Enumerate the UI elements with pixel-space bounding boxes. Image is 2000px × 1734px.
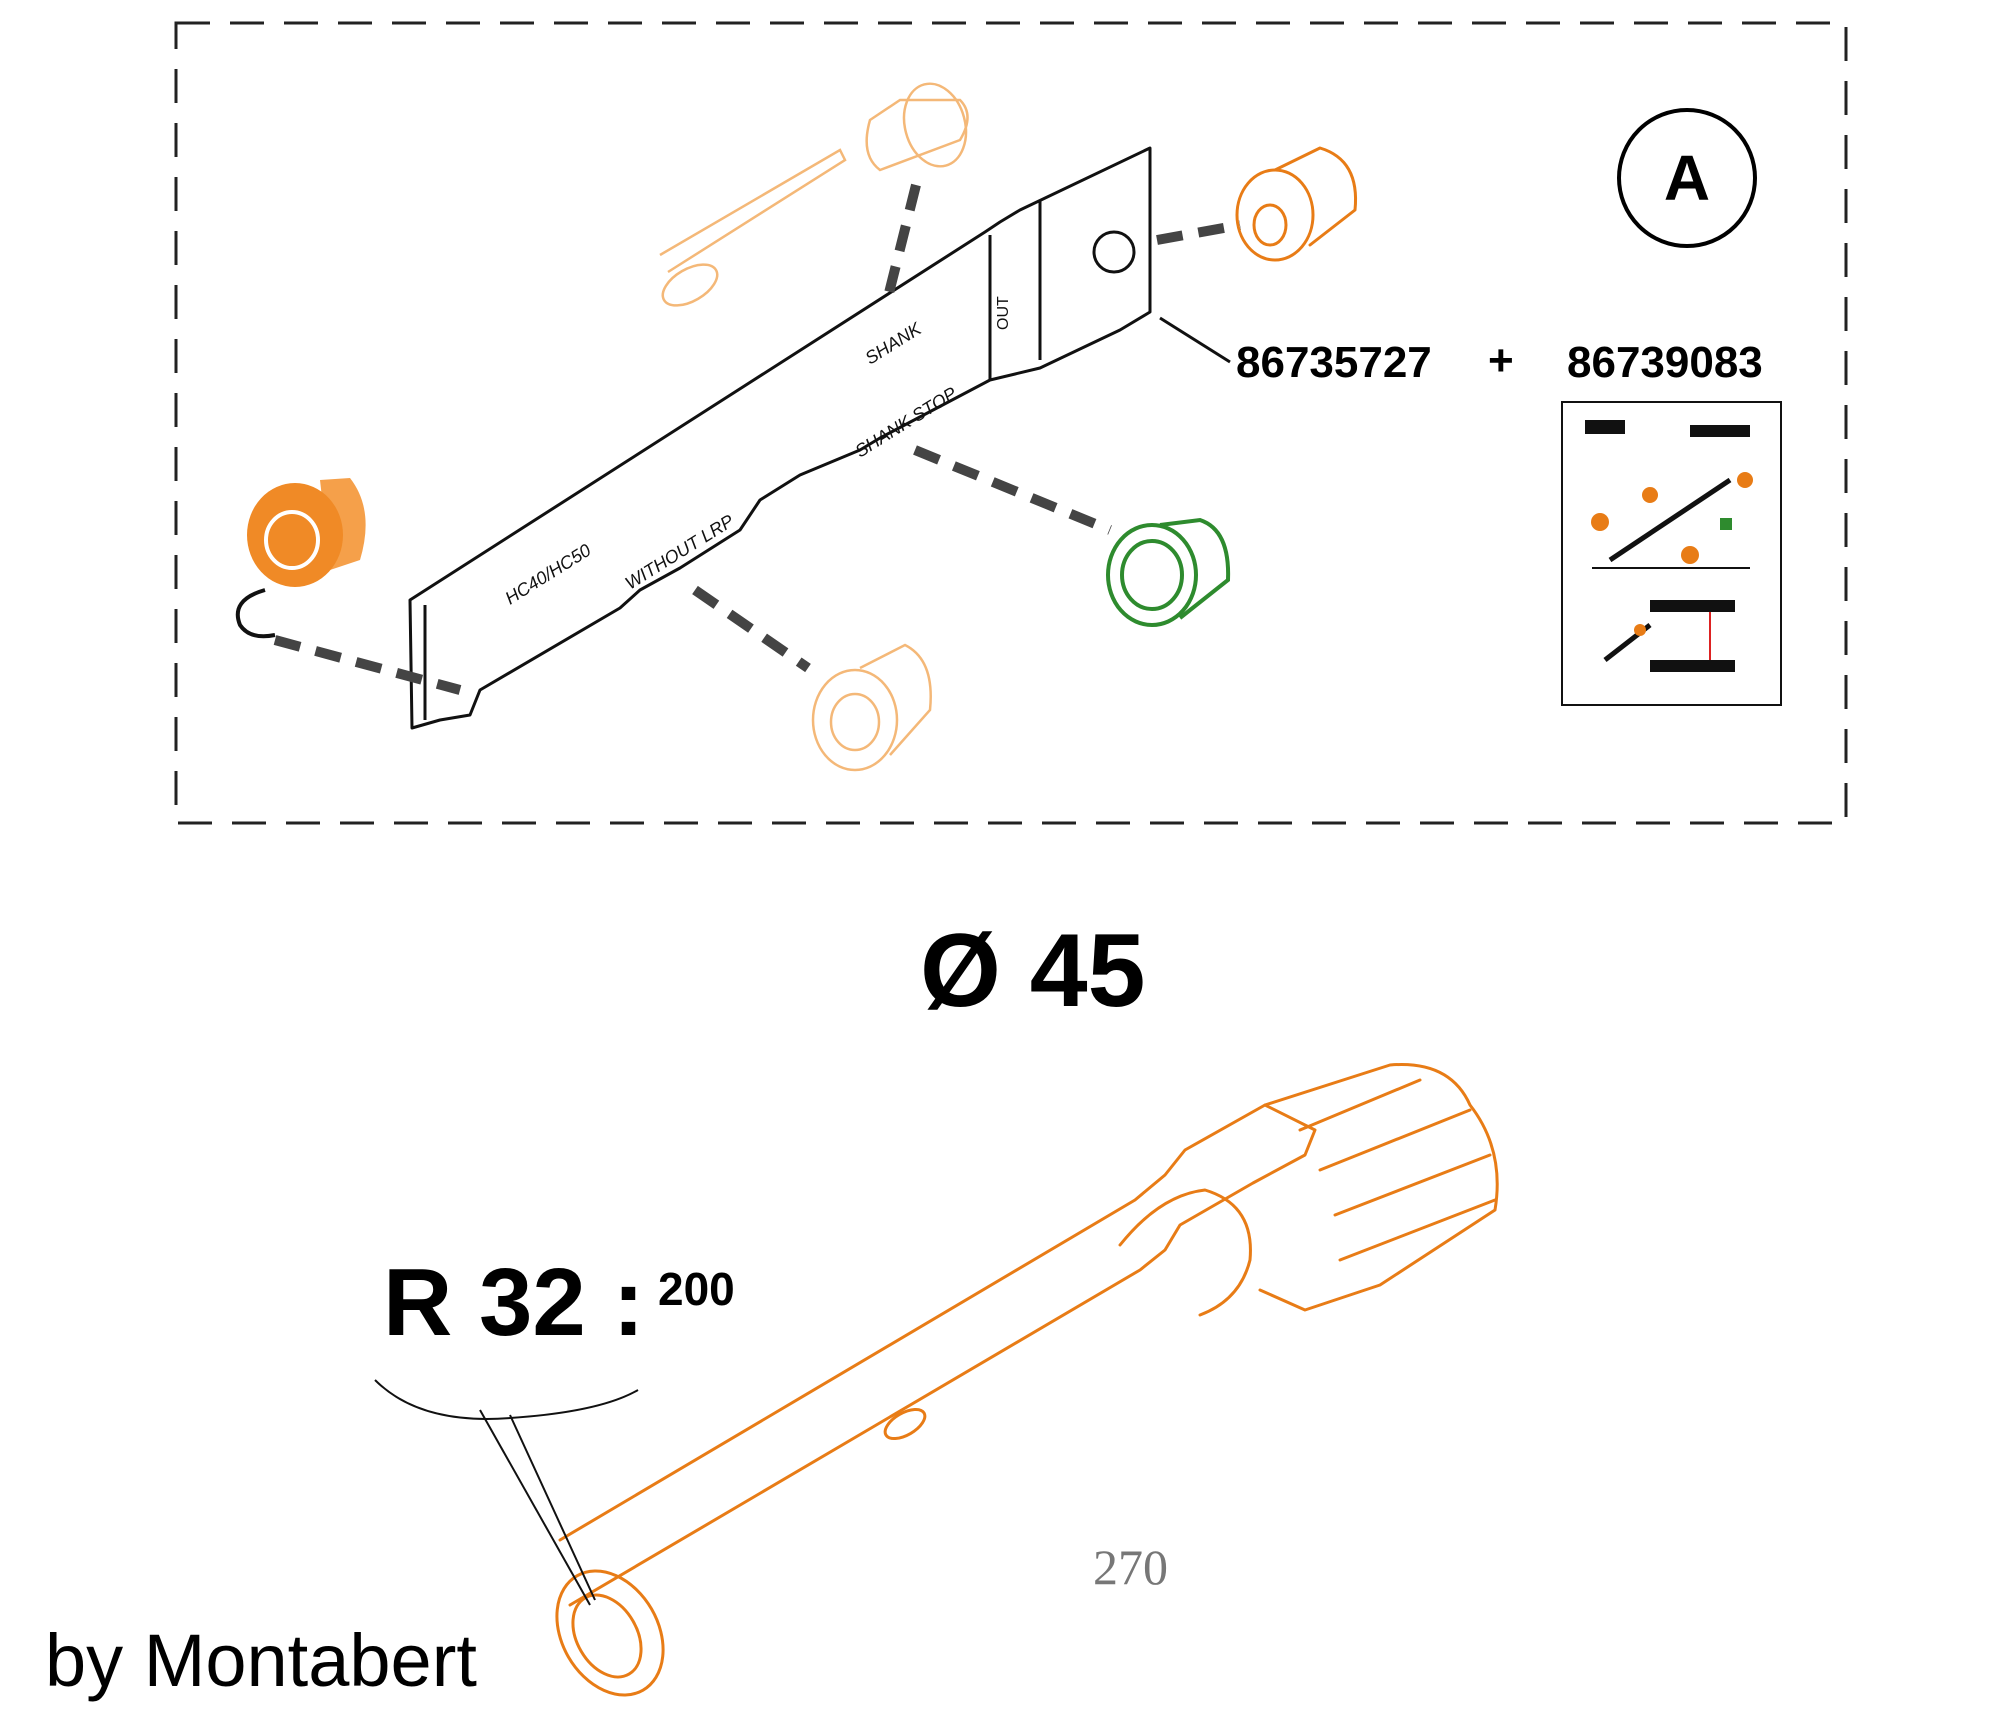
page-number: 270 [1093,1539,1168,1595]
rod-size-label: R 32 : [383,1249,645,1356]
marking-model: HC40/HC50 [502,540,595,608]
leader-part-number [1159,316,1231,364]
callout-bracket [374,1379,639,1420]
marking-shank-stop: SHANK STOP [852,383,961,461]
kit-label-circle: A [1617,108,1757,248]
leader-green-seal [913,445,1112,535]
leader-bushing [1156,220,1241,245]
kit-border [174,21,1848,825]
small-rod-icon [659,82,969,307]
marking-without-lrp: WITHOUT LRP [622,511,738,594]
callout-leader-b [509,1414,596,1601]
lower-nut-icon [811,643,932,772]
shank-gauge-tool [408,146,1152,730]
bushing-icon [1235,146,1358,262]
instruction-sheet-thumbnail [1561,401,1782,706]
part-number-instructions: 86739083 [1567,338,1763,387]
rod-length-label: 200 [658,1263,735,1315]
callout-leader-a [479,1409,591,1606]
diameter-label: Ø 45 [920,913,1146,1029]
credit-text: by Montabert [45,1619,477,1702]
leader-ring [273,635,462,695]
retaining-ring-icon [235,588,276,639]
shank-rod-drawing [555,1063,1499,1697]
leader-nut [692,585,811,673]
marking-out: OUT [995,296,1012,330]
leader-rod [881,183,921,307]
plus-sign: + [1488,336,1514,385]
green-seal-icon [1106,517,1231,627]
marking-shank: SHANK [862,318,926,368]
splined-nut-icon [247,478,366,587]
part-number-gauge: 86735727 [1236,338,1432,387]
